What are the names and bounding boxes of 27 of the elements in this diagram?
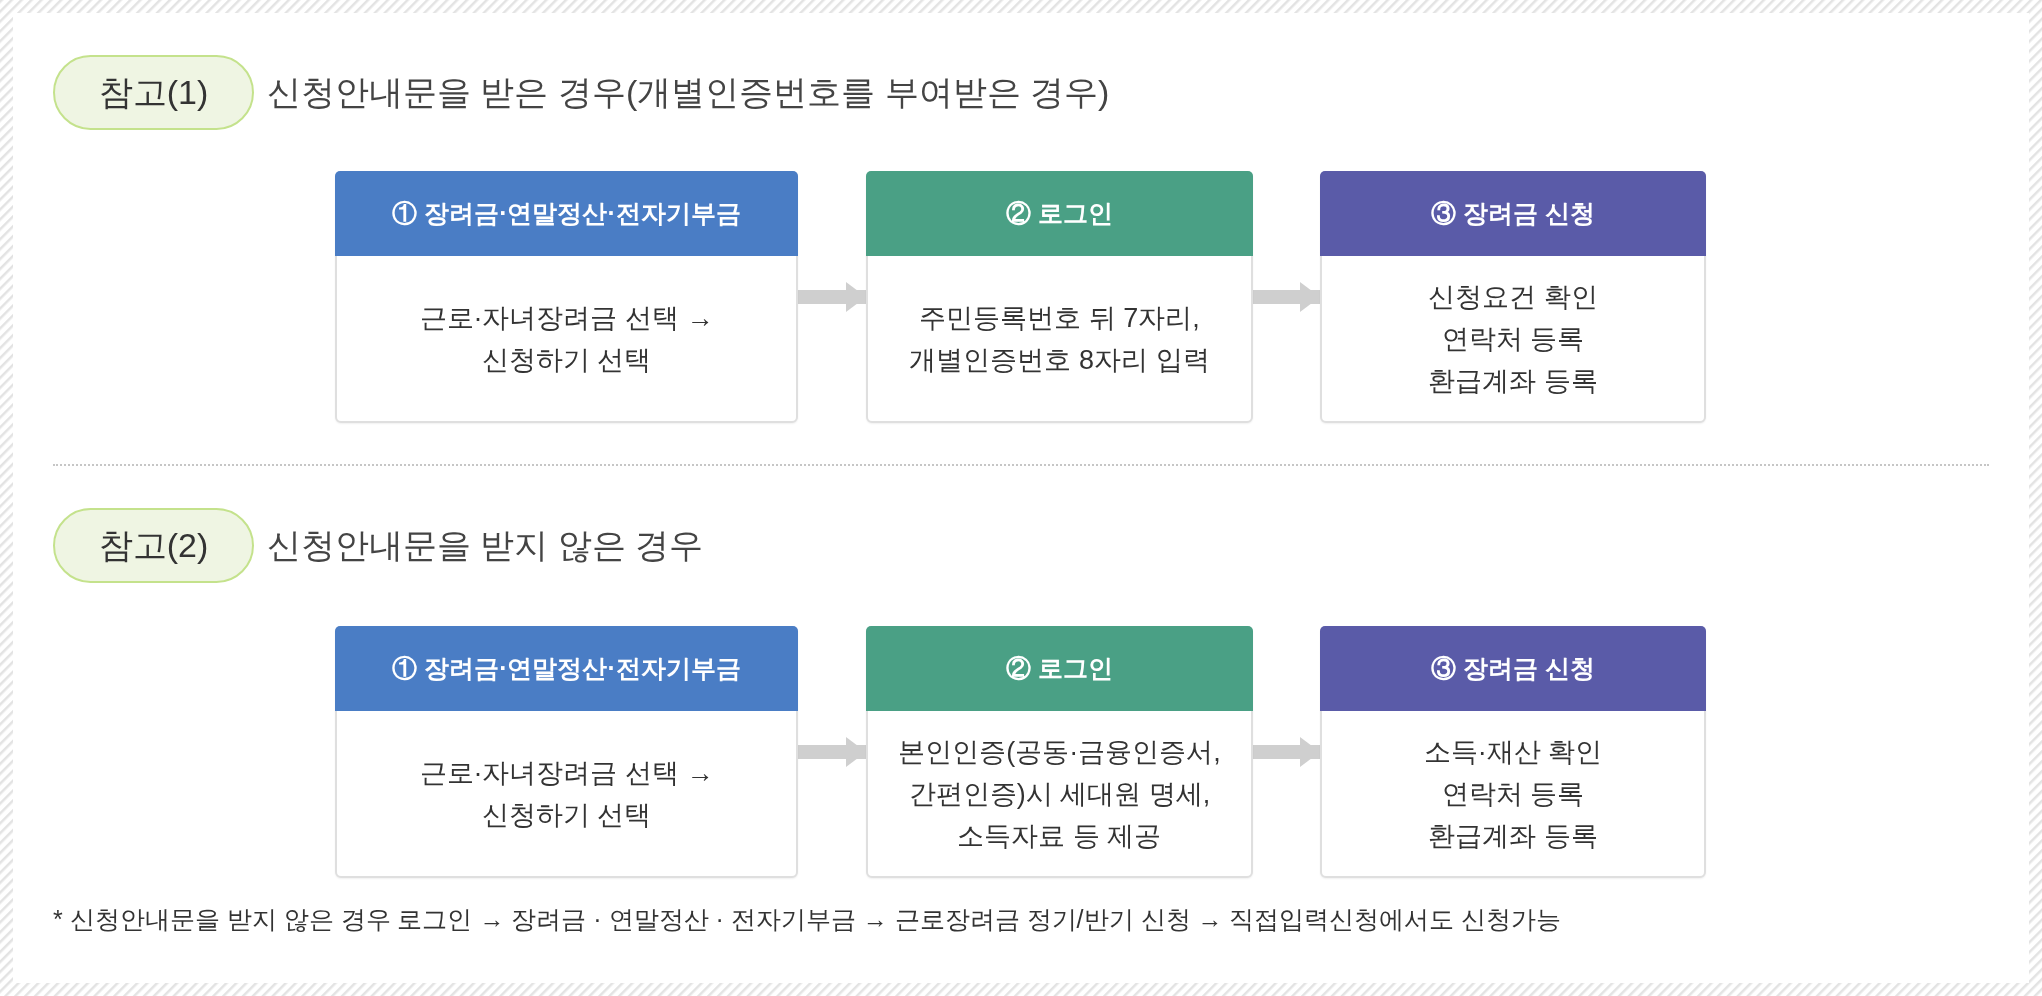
step-text: 본인인증(공동·금융인증서, 간편인증)시 세대원 명세, 소득자료 등 제공 [897,735,1222,853]
arrow [1253,737,1320,767]
section-heading: 신청안내문을 받지 않은 경우 [267,525,704,565]
step-card [1320,171,1706,423]
header-band: ② 로그인 [866,626,1253,711]
step-card [866,626,1253,878]
label-pill: 참고(1) [53,55,254,130]
label-pill: 참고(2) [53,508,254,583]
step-card [1320,626,1706,878]
step-text: 근로·자녀장려금 선택 → 신청하기 선택 [418,756,715,832]
header-band: ③ 장려금 신청 [1320,171,1706,256]
footnote: * 신청안내문을 받지 않은 경우 로그인 → 장려금 · 연말정산 · 전자기부금 → 근로장려금 정기/반기 신청 → 직접입력신청에서도 신청가능 [53,904,1562,934]
arrow [798,737,866,767]
step-text: 근로·자녀장려금 선택 → 신청하기 선택 [418,301,715,377]
step-card [335,171,798,423]
header-band: ① 장려금·연말정산·전자기부금 [335,171,798,256]
header-band: ② 로그인 [866,171,1253,256]
step-text: 주민등록번호 뒤 7자리, 개별인증번호 8자리 입력 [908,301,1211,377]
arrow [798,282,866,312]
header-band: ③ 장려금 신청 [1320,626,1706,711]
step-text: 소득·재산 확인 연락처 등록 환급계좌 등록 [1422,735,1604,853]
section-heading: 신청안내문을 받은 경우(개별인증번호를 부여받은 경우) [267,72,1110,112]
step-card [866,171,1253,423]
step-card [335,626,798,878]
arrow [1253,282,1320,312]
step-text: 신청요건 확인 연락처 등록 환급계좌 등록 [1427,280,1599,398]
header-band: ① 장려금·연말정산·전자기부금 [335,626,798,711]
